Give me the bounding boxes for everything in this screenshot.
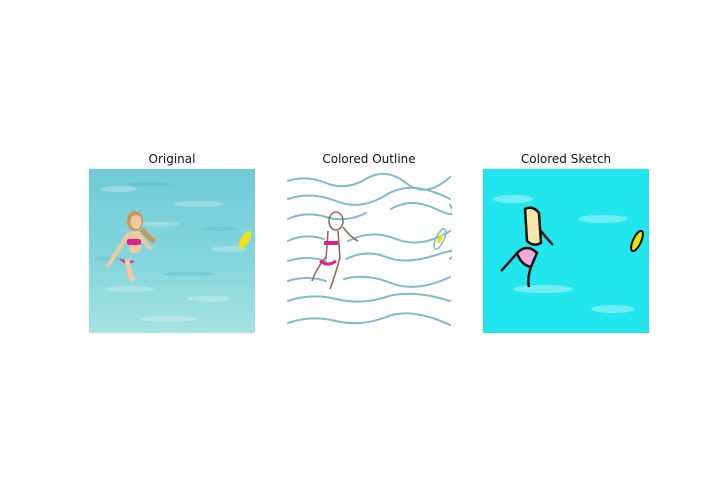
outline-drawing (286, 169, 452, 333)
colored-sketch (483, 169, 649, 333)
original-photo (89, 169, 255, 333)
panel-title: Colored Sketch (520, 152, 612, 166)
panel-title: Colored Outline (322, 152, 416, 166)
panel-title: Original (148, 152, 196, 166)
